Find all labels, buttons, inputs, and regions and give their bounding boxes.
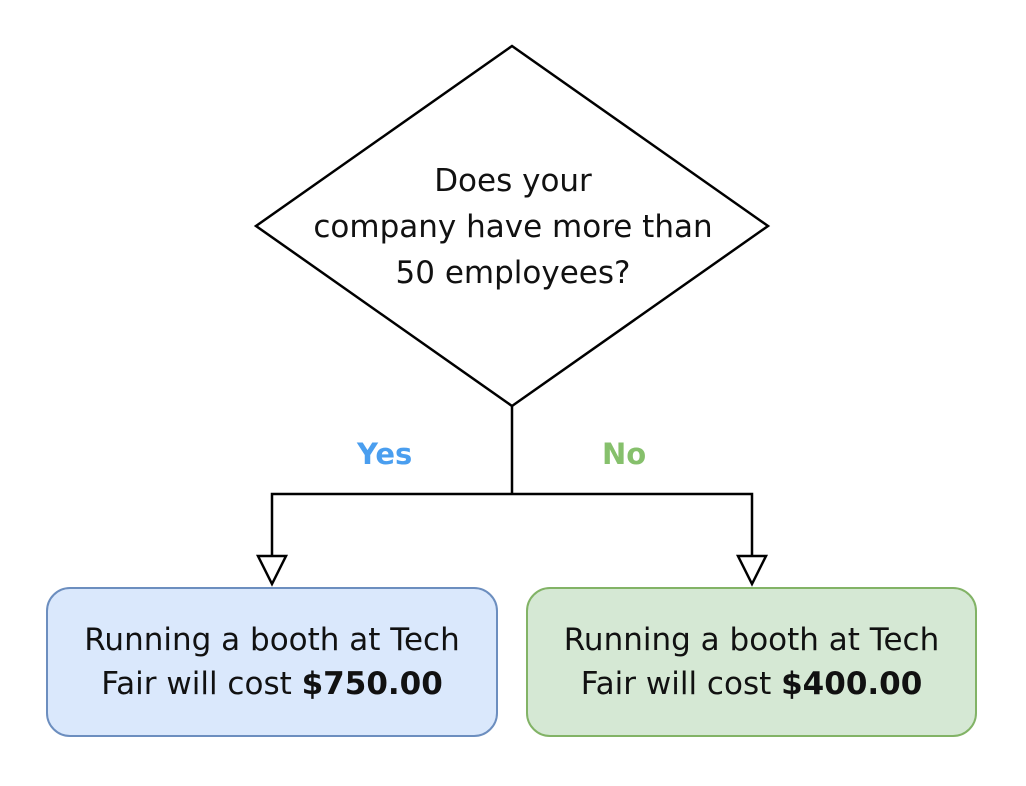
outcome-yes-line-2: Fair will cost $750.00	[84, 662, 459, 706]
outcome-box-yes: Running a booth at Tech Fair will cost $…	[46, 587, 498, 737]
decision-question-line-2: company have more than	[313, 209, 713, 245]
outcome-no-line-2: Fair will cost $400.00	[564, 662, 939, 706]
outcome-yes-amount: $750.00	[301, 666, 443, 702]
branch-label-no: No	[602, 437, 647, 471]
outcome-no-prefix: Fair will cost	[580, 666, 782, 702]
connector-no	[512, 492, 754, 556]
decision-question-line-1: Does your	[434, 163, 592, 199]
outcome-no-line-1: Running a booth at Tech	[563, 622, 940, 658]
decision-question-line-3: 50 employees?	[395, 255, 631, 291]
arrowhead-no	[735, 554, 769, 587]
outcome-no-amount: $400.00	[781, 666, 923, 702]
arrowhead-yes	[255, 554, 289, 587]
decision-question: Does your company have more than 50 empl…	[290, 158, 736, 296]
connector-yes	[270, 492, 512, 556]
outcome-yes-line-1: Running a booth at Tech	[84, 622, 460, 658]
branch-label-yes: Yes	[357, 437, 413, 471]
outcome-yes-text: Running a booth at Tech Fair will cost $…	[84, 618, 459, 706]
outcome-box-no: Running a booth at Tech Fair will cost $…	[526, 587, 977, 737]
outcome-yes-prefix: Fair will cost	[101, 666, 302, 702]
outcome-no-text: Running a booth at Tech Fair will cost $…	[564, 618, 939, 706]
